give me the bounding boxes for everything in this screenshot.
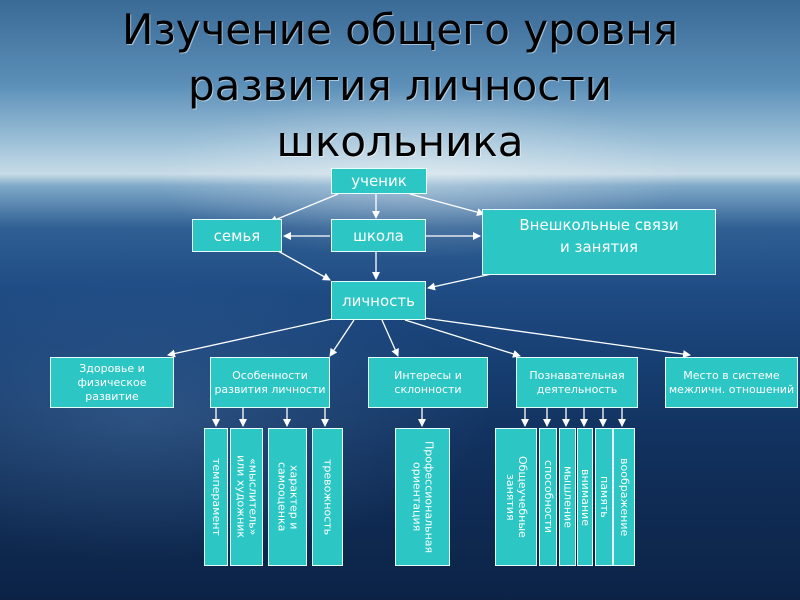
arrow-personality-features [329, 319, 355, 357]
subitem-thinker-artist: «мыслитель» или художник [230, 428, 263, 566]
subitem-character-label: характер и самооценка [275, 462, 301, 532]
subitem-memory: память [595, 428, 613, 566]
node-extracurricular: Внешкольные связи и занятия [482, 209, 716, 275]
title-line-3: школьника [276, 117, 524, 166]
category-place: Место в системе межличн. отношений [665, 357, 798, 408]
category-interests: Интересы и склонности [368, 357, 488, 408]
arrow-personality-place [423, 317, 691, 358]
subitem-temperament: темперамент [204, 428, 228, 566]
subitem-study-activities-label: Общеучебные занятия [504, 456, 529, 538]
category-features: Особенности развития личности [210, 357, 330, 408]
subitem-anxiety: тревожность [312, 428, 343, 566]
node-personality: личность [331, 281, 426, 320]
arrow-personality-interests [381, 319, 399, 357]
category-health: Здоровье и физическое развитие [50, 357, 174, 408]
arrow-personality-cognitive [404, 319, 521, 358]
node-school: школа [331, 219, 426, 252]
subitem-abilities: способности [539, 428, 557, 566]
subitem-thinking: мышление [559, 428, 576, 566]
title-line-2: развития личности [187, 61, 613, 110]
arrow-family-personality [277, 250, 331, 281]
node-student: ученик [331, 168, 427, 194]
subitem-attention-label: внимание [579, 468, 592, 526]
subitem-thinking-label: мышление [561, 466, 575, 528]
subitem-memory-label: память [598, 476, 611, 518]
subitem-study-activities: Общеучебные занятия [495, 428, 537, 566]
arrow-personality-health [167, 318, 333, 358]
arrow-student-extra [409, 193, 485, 217]
subitem-orientation-label: Профессиональная ориентация [410, 440, 436, 554]
title-line-1: Изучение общего уровня [121, 5, 678, 54]
subitem-thinker-artist-label: «мыслитель» или художник [234, 455, 260, 539]
subitem-attention: внимание [577, 428, 593, 566]
subitem-temperament-label: темперамент [210, 458, 223, 536]
subitem-imagination: воображение [613, 428, 635, 566]
arrow-student-family [269, 193, 339, 224]
subitem-orientation: Профессиональная ориентация [395, 428, 450, 566]
subitem-imagination-label: воображение [618, 457, 631, 537]
node-family: семья [192, 219, 282, 252]
arrow-extra-personality [427, 272, 497, 291]
subitem-abilities-label: способности [542, 460, 555, 534]
page-title: Изучение общего уровня развития личности… [40, 2, 760, 170]
subitem-character: характер и самооценка [268, 428, 307, 566]
subitem-anxiety-label: тревожность [321, 458, 335, 536]
category-cognitive: Познавательная деятельность [516, 357, 638, 408]
